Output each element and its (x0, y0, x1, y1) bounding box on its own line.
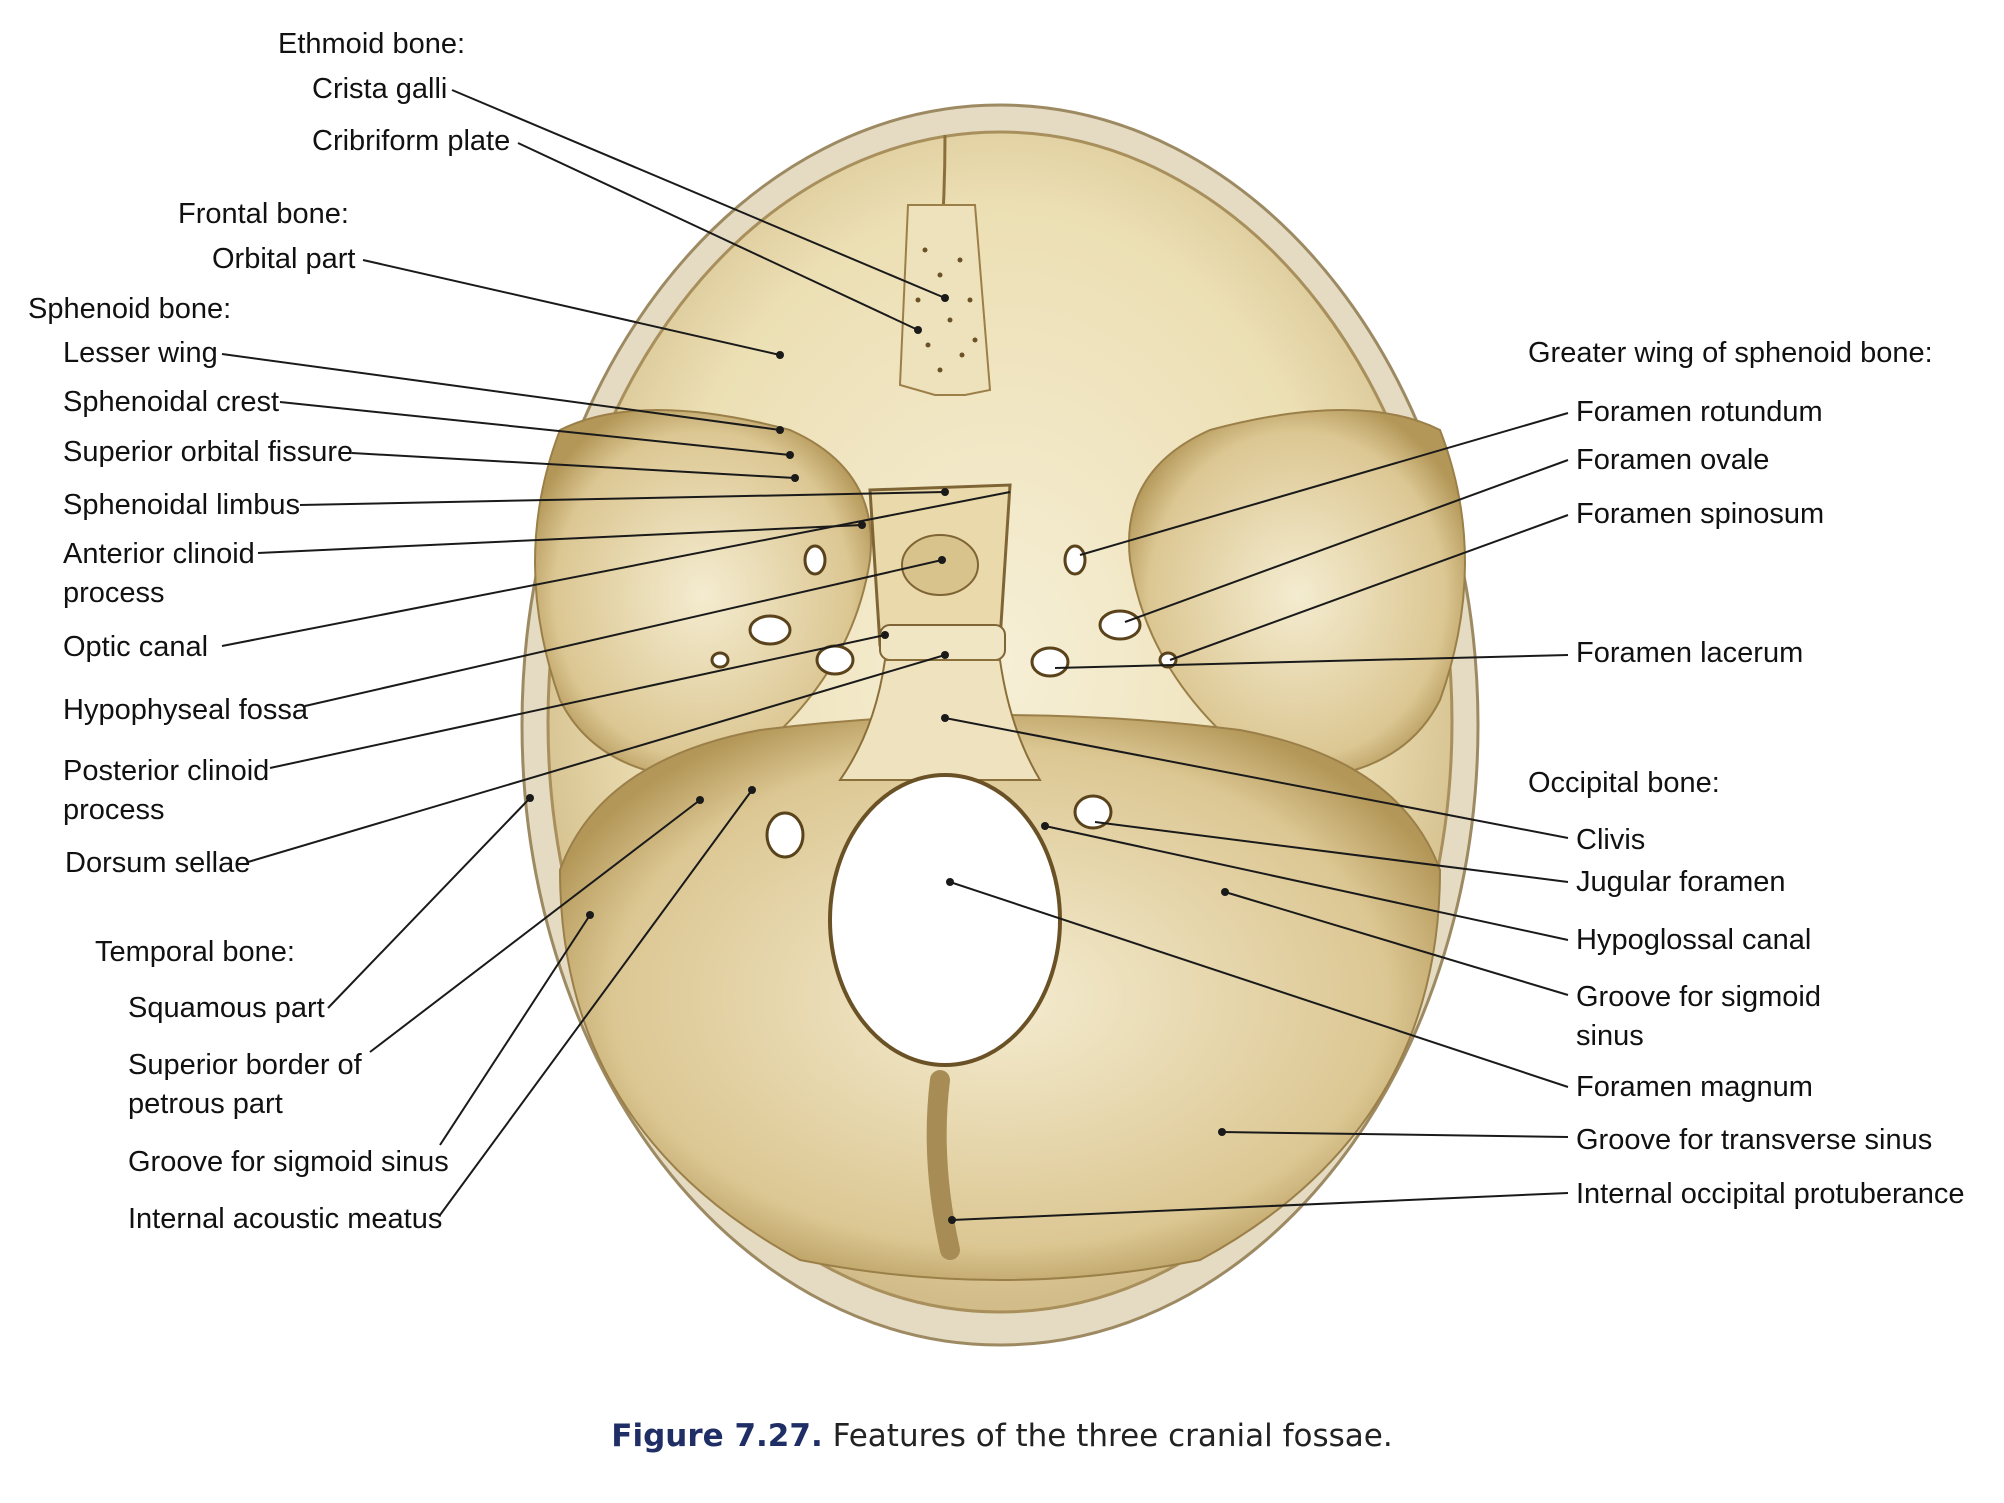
label-lesser-wing: Lesser wing (63, 337, 218, 369)
middle-fossa-right (1128, 409, 1466, 782)
caption-text: Features of the three cranial fossae. (832, 1418, 1393, 1454)
label-internal-acoustic-meatus: Internal acoustic meatus (128, 1203, 442, 1235)
label-cribriform-plate: Cribriform plate (312, 125, 510, 157)
leader-cribriform-plate (517, 142, 919, 331)
leader-sphenoidal-limbus (299, 491, 946, 506)
label-sphenoid-bone: Sphenoid bone: (28, 293, 231, 325)
label-frontal-bone: Frontal bone: (178, 198, 349, 230)
label-foramen-rotundum: Foramen rotundum (1576, 396, 1823, 428)
leader-hypophyseal-fossa (304, 559, 943, 707)
leader-superior-orbital-fissure (351, 452, 796, 479)
leader-lesser-wing (221, 353, 781, 431)
leader-foramen-lacerum (1054, 654, 1569, 669)
label-optic-canal: Optic canal (63, 631, 208, 663)
leader-lines (221, 89, 1569, 1221)
label-orbital-part: Orbital part (212, 243, 355, 275)
label-groove-sigmoid-left: Groove for sigmoid sinus (128, 1146, 449, 1178)
label-sphenoidal-limbus: Sphenoidal limbus (63, 489, 300, 521)
label-dorsum-sellae: Dorsum sellae (65, 847, 250, 879)
leader-posterior-clinoid (269, 634, 886, 769)
label-occipital-bone: Occipital bone: (1528, 767, 1720, 799)
label-ethmoid-bone: Ethmoid bone: (278, 28, 465, 60)
leader-dorsum-sellae (247, 654, 946, 863)
label-sphenoidal-crest: Sphenoidal crest (63, 386, 279, 418)
leader-squamous-part (327, 797, 531, 1009)
leader-optic-canal (221, 491, 1011, 647)
label-clivis: Clivis (1576, 824, 1645, 856)
label-internal-occipital-prot: Internal occipital protuberance (1576, 1178, 1965, 1210)
skull-base (520, 103, 1480, 1347)
leader-anterior-clinoid (257, 524, 863, 554)
label-squamous-part: Squamous part (128, 992, 325, 1024)
leader-foramen-ovale (1124, 459, 1569, 623)
leader-internal-acoustic-meatus (439, 789, 753, 1216)
leader-endpoints (526, 294, 1229, 1224)
clivus-shape (838, 659, 1042, 781)
label-greater-wing-sphenoid: Greater wing of sphenoid bone: (1528, 337, 1933, 369)
leader-hypoglossal-canal (1044, 825, 1569, 941)
leader-sphenoidal-crest (279, 401, 791, 456)
caption-number: Figure 7.27. (611, 1418, 823, 1454)
figure-caption: Figure 7.27. Features of the three crani… (0, 1418, 2004, 1454)
leader-groove-sigmoid-right (1224, 891, 1569, 996)
label-hypoglossal-canal: Hypoglossal canal (1576, 924, 1811, 956)
label-jugular-foramen: Jugular foramen (1576, 866, 1786, 898)
leader-superior-border-petrous (369, 799, 701, 1053)
internal-occipital-crest (926, 1070, 960, 1260)
leader-clivis (944, 717, 1569, 839)
labels: Ethmoid bone: Crista galli Cribriform pl… (28, 28, 1965, 1235)
label-superior-orbital-fissure: Superior orbital fissure (63, 436, 353, 468)
leader-crista-galli (451, 89, 946, 299)
leader-orbital-part (362, 259, 781, 356)
leader-groove-transverse (1221, 1131, 1569, 1138)
leader-internal-occipital-prot (951, 1192, 1569, 1221)
label-hypophyseal-fossa: Hypophyseal fossa (63, 694, 309, 726)
leader-foramen-rotundum (1079, 412, 1569, 556)
cribriform-foramina (915, 247, 978, 373)
leader-groove-sigmoid-left (439, 914, 591, 1146)
leader-foramen-spinosum (1169, 514, 1569, 661)
foramen-magnum-shape (828, 773, 1062, 1067)
leader-jugular-foramen (1094, 821, 1569, 883)
hypophyseal-fossa-shape (901, 534, 979, 596)
label-groove-transverse: Groove for transverse sinus (1576, 1124, 1932, 1156)
middle-fossa-left (534, 409, 872, 782)
leader-foramen-magnum (949, 881, 1569, 1088)
label-temporal-bone: Temporal bone: (95, 936, 295, 968)
label-foramen-ovale: Foramen ovale (1576, 444, 1769, 476)
label-crista-galli: Crista galli (312, 73, 447, 105)
label-foramen-lacerum: Foramen lacerum (1576, 637, 1803, 669)
label-foramen-spinosum: Foramen spinosum (1576, 498, 1824, 530)
foramina (710, 544, 1178, 859)
label-foramen-magnum: Foramen magnum (1576, 1071, 1813, 1103)
